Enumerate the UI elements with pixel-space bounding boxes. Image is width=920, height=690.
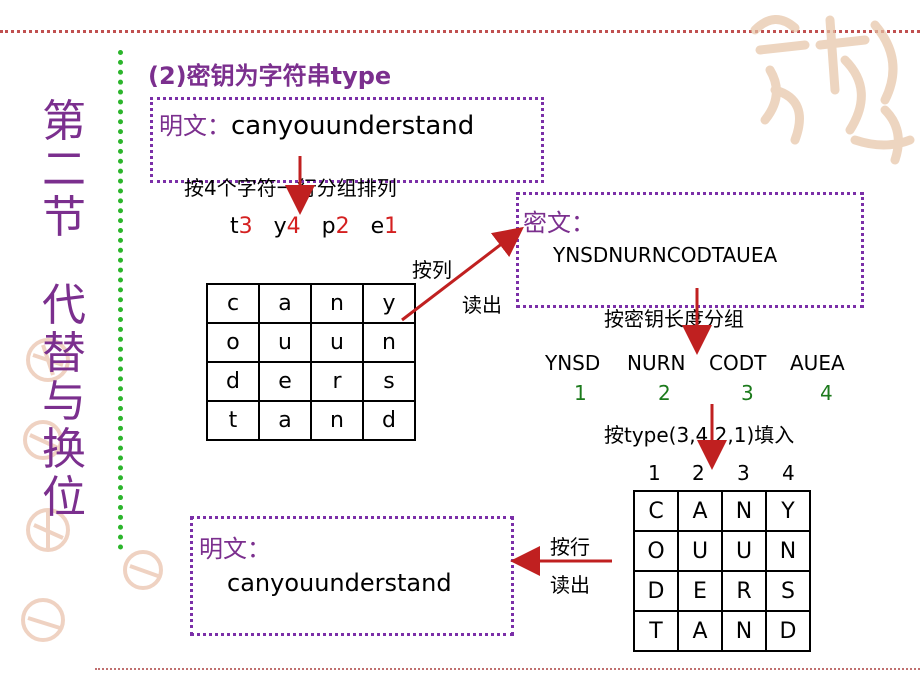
ciphertext-box: 密文： YNSDNURNCODTAUEA <box>516 192 864 308</box>
grid-cell: s <box>362 361 416 402</box>
plaintext-value: canyouunderstand <box>231 111 475 141</box>
grid-cell: a <box>258 283 312 324</box>
column-header: 3 <box>737 461 750 485</box>
grid-cell: N <box>721 490 767 532</box>
grid-cell: E <box>677 570 723 612</box>
grid-cell: e <box>258 361 312 402</box>
result-plaintext-value: canyouunderstand <box>227 569 452 597</box>
slide-heading: (2)密钥为字符串type <box>148 62 392 90</box>
seal-stamp-icon-small <box>123 550 163 590</box>
grid-cell: R <box>721 570 767 612</box>
read-by-column-label-2: 读出 <box>462 293 502 317</box>
key-number: 1 <box>384 214 399 239</box>
grid-row: D E R S <box>633 570 811 612</box>
grid-cell: d <box>206 361 260 402</box>
group-text: CODT <box>709 351 767 375</box>
grid-cell: A <box>677 610 723 652</box>
grid-row: d e r s <box>206 361 416 402</box>
ciphertext-label: 密文： <box>523 209 595 237</box>
section-title-char: 位 <box>42 472 86 523</box>
step3-instruction: 按type(3,4,2,1)填入 <box>604 423 795 447</box>
plaintext-grid: c a n y o u u n d e r s t a n d <box>206 283 416 441</box>
grid-cell: d <box>362 400 416 441</box>
read-by-column-label-1: 按列 <box>412 258 452 282</box>
group-number: 3 <box>741 381 754 405</box>
grid-cell: A <box>677 490 723 532</box>
grid-cell: S <box>765 570 811 612</box>
key-letter: t <box>230 214 239 239</box>
green-dotted-divider <box>118 50 123 550</box>
section-title-char: 换 <box>42 424 86 475</box>
grid-cell: T <box>633 610 679 652</box>
bottom-dotted-divider <box>95 668 920 670</box>
key-letter: y <box>273 214 287 239</box>
seal-stamp-icon <box>21 338 70 642</box>
group-number: 1 <box>574 381 587 405</box>
section-title-char: 第 <box>42 96 86 147</box>
section-title-char: 与 <box>42 376 86 427</box>
group-text: AUEA <box>790 351 845 375</box>
grid-cell: U <box>677 530 723 572</box>
step1-instruction: 按4个字符一行分组排列 <box>184 176 397 200</box>
plaintext-box: 明文：canyouunderstand <box>150 97 544 183</box>
grid-cell: a <box>258 400 312 441</box>
top-dotted-divider <box>0 30 920 33</box>
section-title-char: 替 <box>42 328 86 379</box>
grid-row: T A N D <box>633 610 811 652</box>
grid-cell: N <box>721 610 767 652</box>
result-plaintext-label: 明文： <box>199 535 271 563</box>
grid-row: t a n d <box>206 400 416 441</box>
section-title-char: 节 <box>42 192 86 243</box>
read-by-row-label-2: 读出 <box>550 573 590 597</box>
ciphertext-value: YNSDNURNCODTAUEA <box>553 243 778 267</box>
key-order: t3 y4 p2 e1 <box>230 214 398 239</box>
key-letter: e <box>370 214 385 239</box>
group-text: NURN <box>627 351 686 375</box>
plaintext-label: 明文： <box>159 112 231 140</box>
grid-cell: D <box>765 610 811 652</box>
column-header: 1 <box>648 461 661 485</box>
left-seal-ornaments <box>8 300 98 684</box>
grid-cell: r <box>310 361 364 402</box>
column-header: 4 <box>782 461 795 485</box>
result-plaintext-box: 明文： canyouunderstand <box>190 516 514 636</box>
group-number: 2 <box>658 381 671 405</box>
ciphertext-grid: C A N Y O U U N D E R S T A N D <box>633 490 811 652</box>
grid-cell: C <box>633 490 679 532</box>
grid-cell: O <box>633 530 679 572</box>
group-number: 4 <box>820 381 833 405</box>
key-number: 4 <box>286 214 301 239</box>
bottom-seal-ornament <box>118 540 168 604</box>
grid-cell: n <box>362 322 416 363</box>
section-title-char: 代 <box>42 280 86 331</box>
calligraphy-ornament-icon <box>750 15 915 165</box>
calligraphy-ornament-large <box>735 0 920 183</box>
grid-cell: u <box>310 322 364 363</box>
grid-cell: o <box>206 322 260 363</box>
group-text: YNSD <box>545 351 601 375</box>
grid-cell: D <box>633 570 679 612</box>
key-letter: p <box>321 214 336 239</box>
grid-row: C A N Y <box>633 490 811 532</box>
grid-row: O U U N <box>633 530 811 572</box>
grid-cell: u <box>258 322 312 363</box>
key-number: 2 <box>335 214 350 239</box>
grid-cell: t <box>206 400 260 441</box>
grid-cell: n <box>310 400 364 441</box>
grid-cell: y <box>362 283 416 324</box>
key-number: 3 <box>238 214 253 239</box>
grid-cell: N <box>765 530 811 572</box>
read-by-row-label-1: 按行 <box>550 535 590 559</box>
grid-row: o u u n <box>206 322 416 363</box>
section-title-char: 二 <box>42 144 86 195</box>
section-title-gap <box>38 242 90 282</box>
section-title-vertical: 第 二 节 代 替 与 换 位 <box>38 98 90 522</box>
grid-cell: Y <box>765 490 811 532</box>
column-header: 2 <box>692 461 705 485</box>
grid-cell: n <box>310 283 364 324</box>
grid-row: c a n y <box>206 283 416 324</box>
step2-instruction: 按密钥长度分组 <box>604 307 744 331</box>
grid-cell: U <box>721 530 767 572</box>
grid-cell: c <box>206 283 260 324</box>
